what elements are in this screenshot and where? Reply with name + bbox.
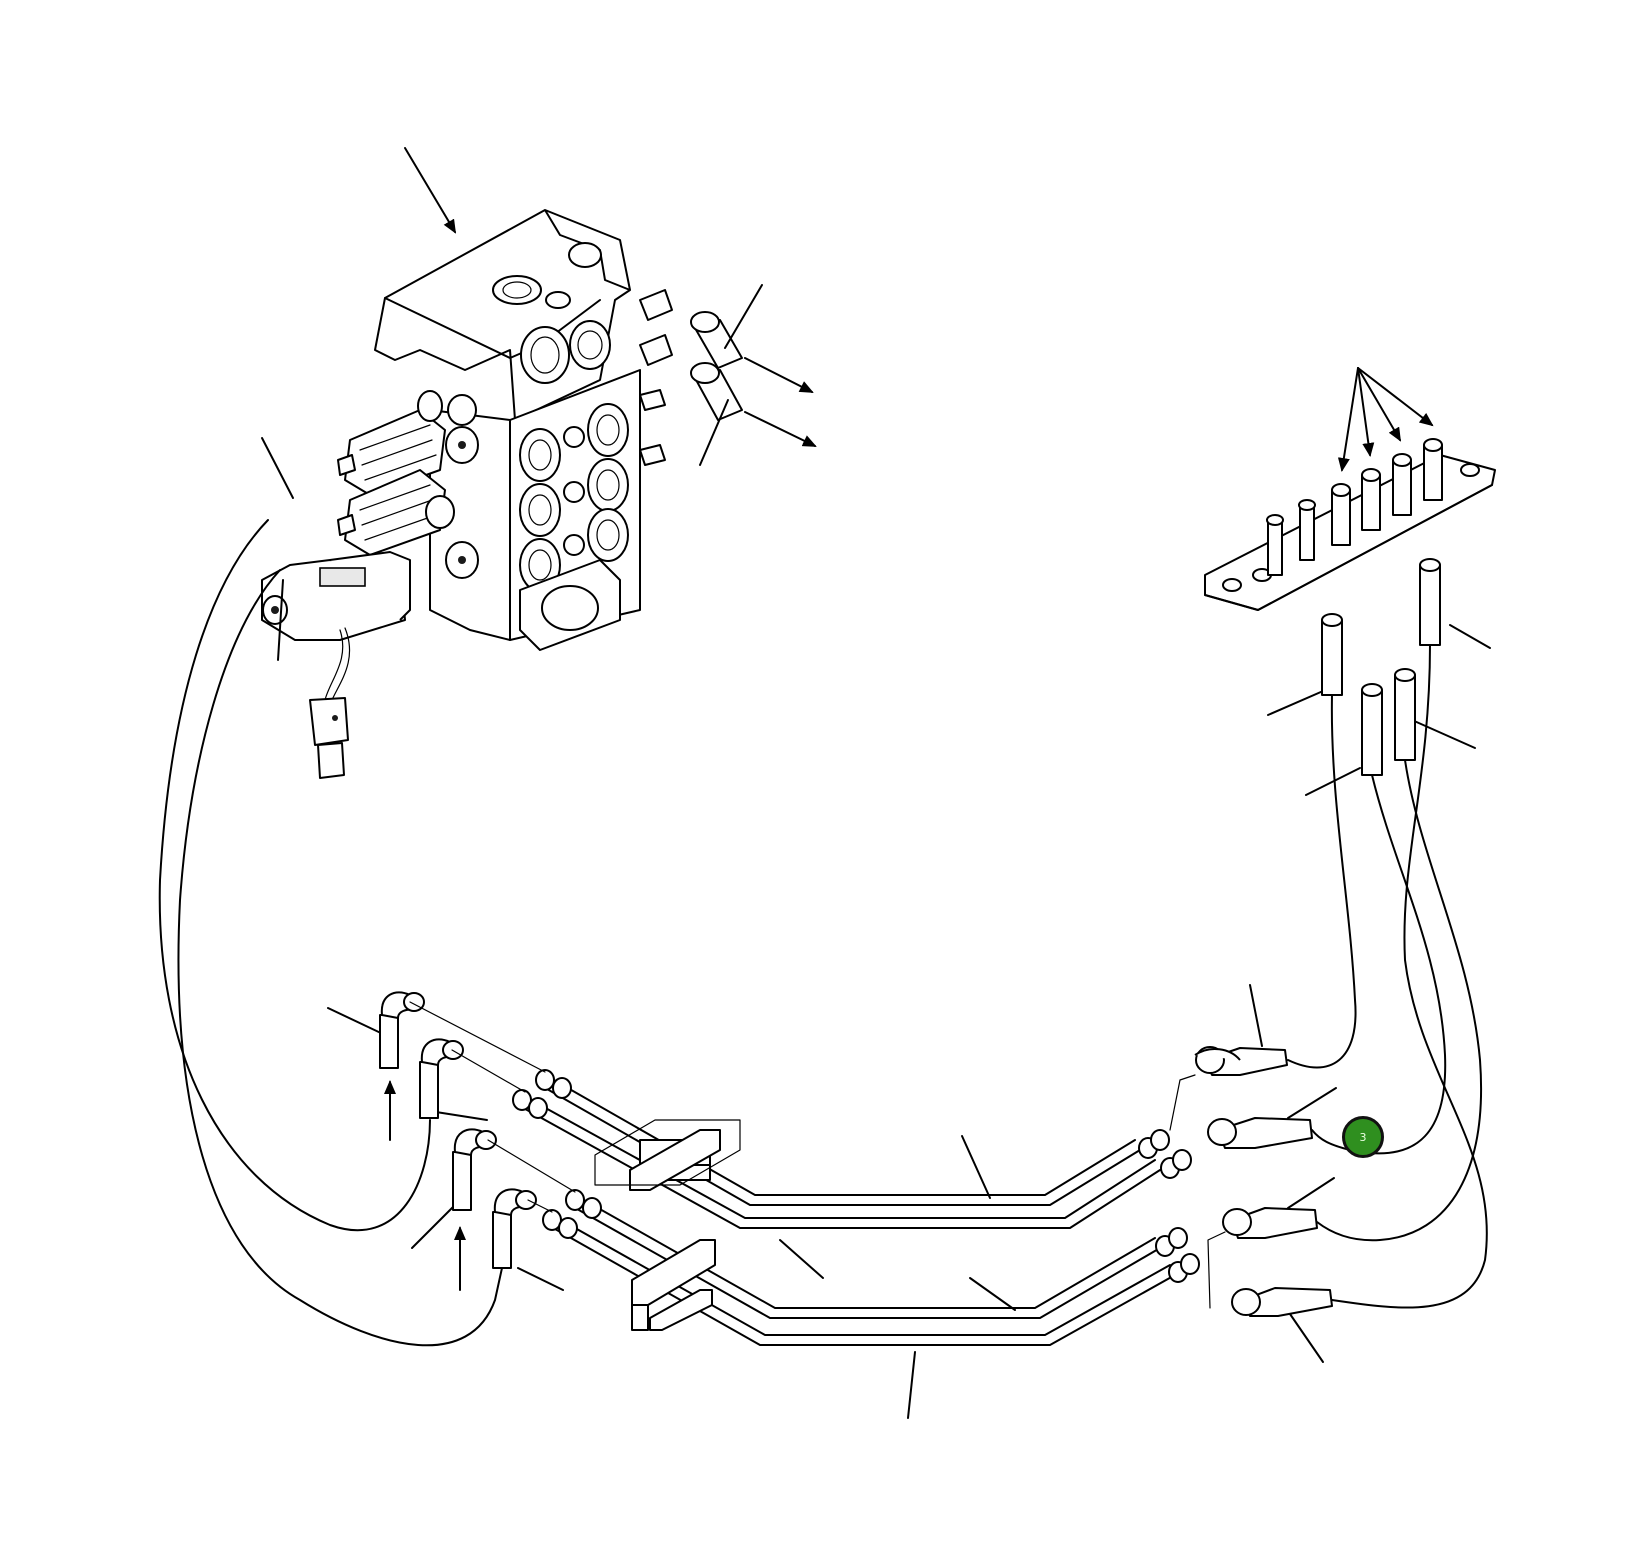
leader-lines <box>261 284 1491 1419</box>
left-elbow-fittings <box>379 991 537 1291</box>
right-hose-fittings <box>1169 1046 1333 1317</box>
bulkhead-plate <box>1204 367 1496 611</box>
plate-hose-ends <box>1321 558 1441 776</box>
callout-badge-3[interactable]: 3 <box>1342 1116 1384 1158</box>
tube-bundle <box>409 1001 1200 1346</box>
tube-clamps <box>594 1119 741 1331</box>
hoses <box>158 519 1488 1347</box>
solenoid-box <box>261 551 411 779</box>
callout-label: 3 <box>1359 1130 1367 1144</box>
valve-return-fittings <box>690 311 817 447</box>
control-valve-assembly <box>337 209 673 651</box>
leader-valve <box>404 147 457 234</box>
